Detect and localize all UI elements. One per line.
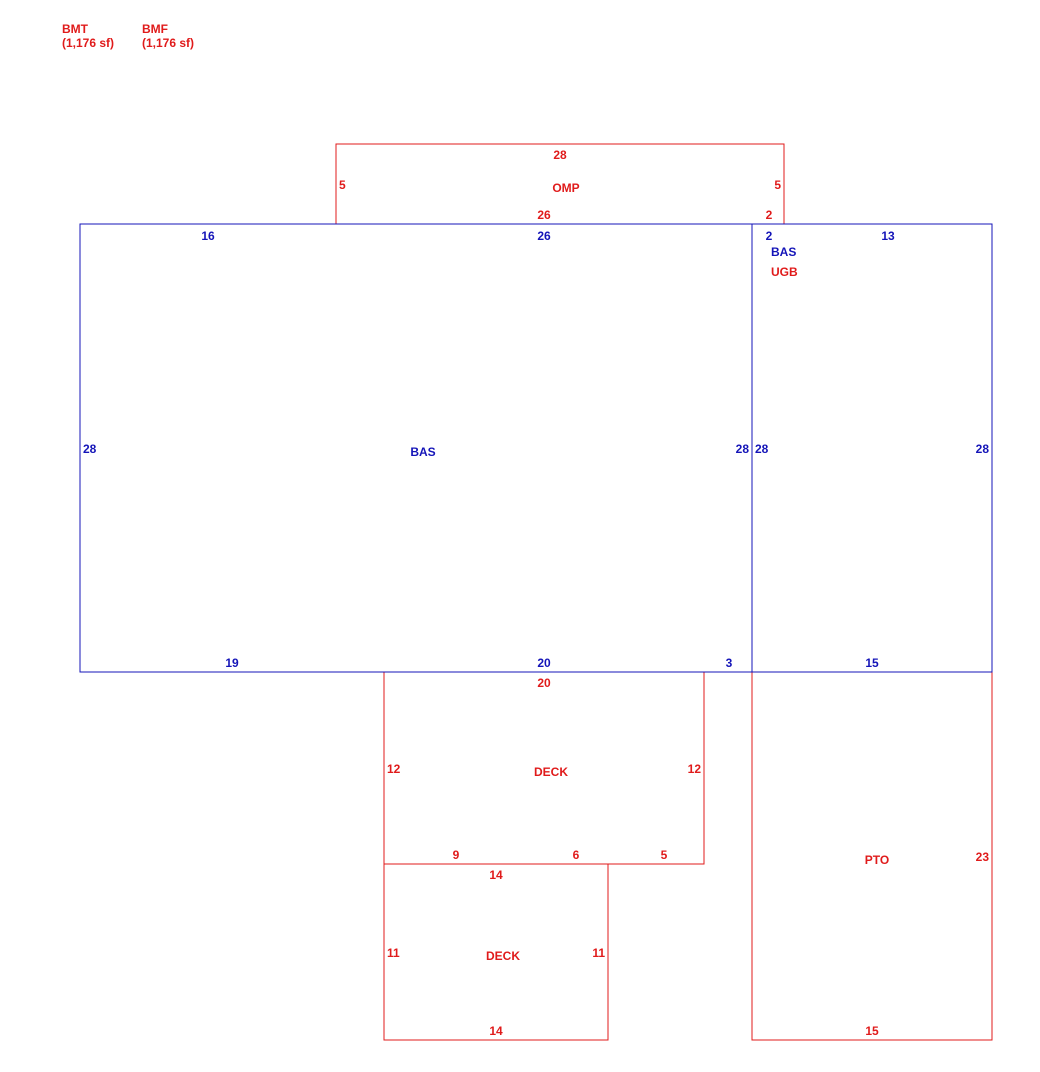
- omp-top-dimension: 28: [553, 148, 567, 162]
- bas-side-top-left-dimension: 2: [766, 229, 773, 243]
- omp-name: OMP: [552, 181, 579, 195]
- deck-lower-top-dimension: 14: [489, 868, 503, 882]
- omp-bottom-dimension: 26: [537, 208, 551, 222]
- bas-side-outline: [751, 223, 993, 673]
- deck-upper-bottom-right-dimension: 5: [661, 848, 668, 862]
- pto-name: PTO: [865, 853, 889, 867]
- bas-side-bottom-dimension: 15: [865, 656, 879, 670]
- bas-main-top-mid-dimension: 26: [537, 229, 551, 243]
- bas-main-bottom-left-dimension: 19: [225, 656, 239, 670]
- bas-side-left-dimension: 28: [755, 442, 769, 456]
- pto-bottom-dimension: 15: [865, 1024, 879, 1038]
- bas-main-top-left-dimension: 16: [201, 229, 215, 243]
- deck-lower-outline: [383, 864, 609, 1041]
- deck-upper-left-dimension: 12: [387, 762, 401, 776]
- deck-lower-name: DECK: [486, 949, 520, 963]
- omp-right-dimension: 5: [774, 178, 781, 192]
- legend-bmf: BMF (1,176 sf): [142, 22, 194, 50]
- bas-main-bottom-right-dimension: 3: [726, 656, 733, 670]
- deck-upper-outline: [383, 672, 705, 865]
- bas-main-name: BAS: [410, 445, 435, 459]
- deck-upper-top-dimension: 20: [537, 676, 551, 690]
- pto-outline: [751, 672, 993, 1041]
- deck-upper-bottom-mid-dimension: 6: [573, 848, 580, 862]
- deck-upper-name: DECK: [534, 765, 568, 779]
- deck-lower-bottom-dimension: 14: [489, 1024, 503, 1038]
- legend-bmt: BMT (1,176 sf): [62, 22, 114, 50]
- ugb-name: UGB: [771, 265, 798, 279]
- bas-main-right-dimension: 28: [736, 442, 750, 456]
- deck-upper-bottom-left-dimension: 9: [453, 848, 460, 862]
- bas-side-name: BAS: [771, 245, 796, 259]
- omp-outline: [335, 143, 785, 224]
- bas-main-bottom-mid-dimension: 20: [537, 656, 551, 670]
- deck-upper-right-dimension: 12: [688, 762, 702, 776]
- bas-side-right-dimension: 28: [976, 442, 990, 456]
- bas-side-top-dimension: 13: [881, 229, 895, 243]
- bas-main-left-dimension: 28: [83, 442, 97, 456]
- legend-bmt-area: (1,176 sf): [62, 36, 115, 50]
- pto-right-dimension: 23: [976, 850, 990, 864]
- legend-bmf-code: BMF: [142, 22, 168, 36]
- legend-bmt-code: BMT: [62, 22, 88, 36]
- legend-bmf-area: (1,176 sf): [142, 36, 195, 50]
- omp-left-dimension: 5: [339, 178, 346, 192]
- deck-lower-left-dimension: 11: [387, 946, 400, 960]
- deck-lower-right-dimension: 11: [592, 946, 605, 960]
- omp-bottom-right-dimension: 2: [766, 208, 773, 222]
